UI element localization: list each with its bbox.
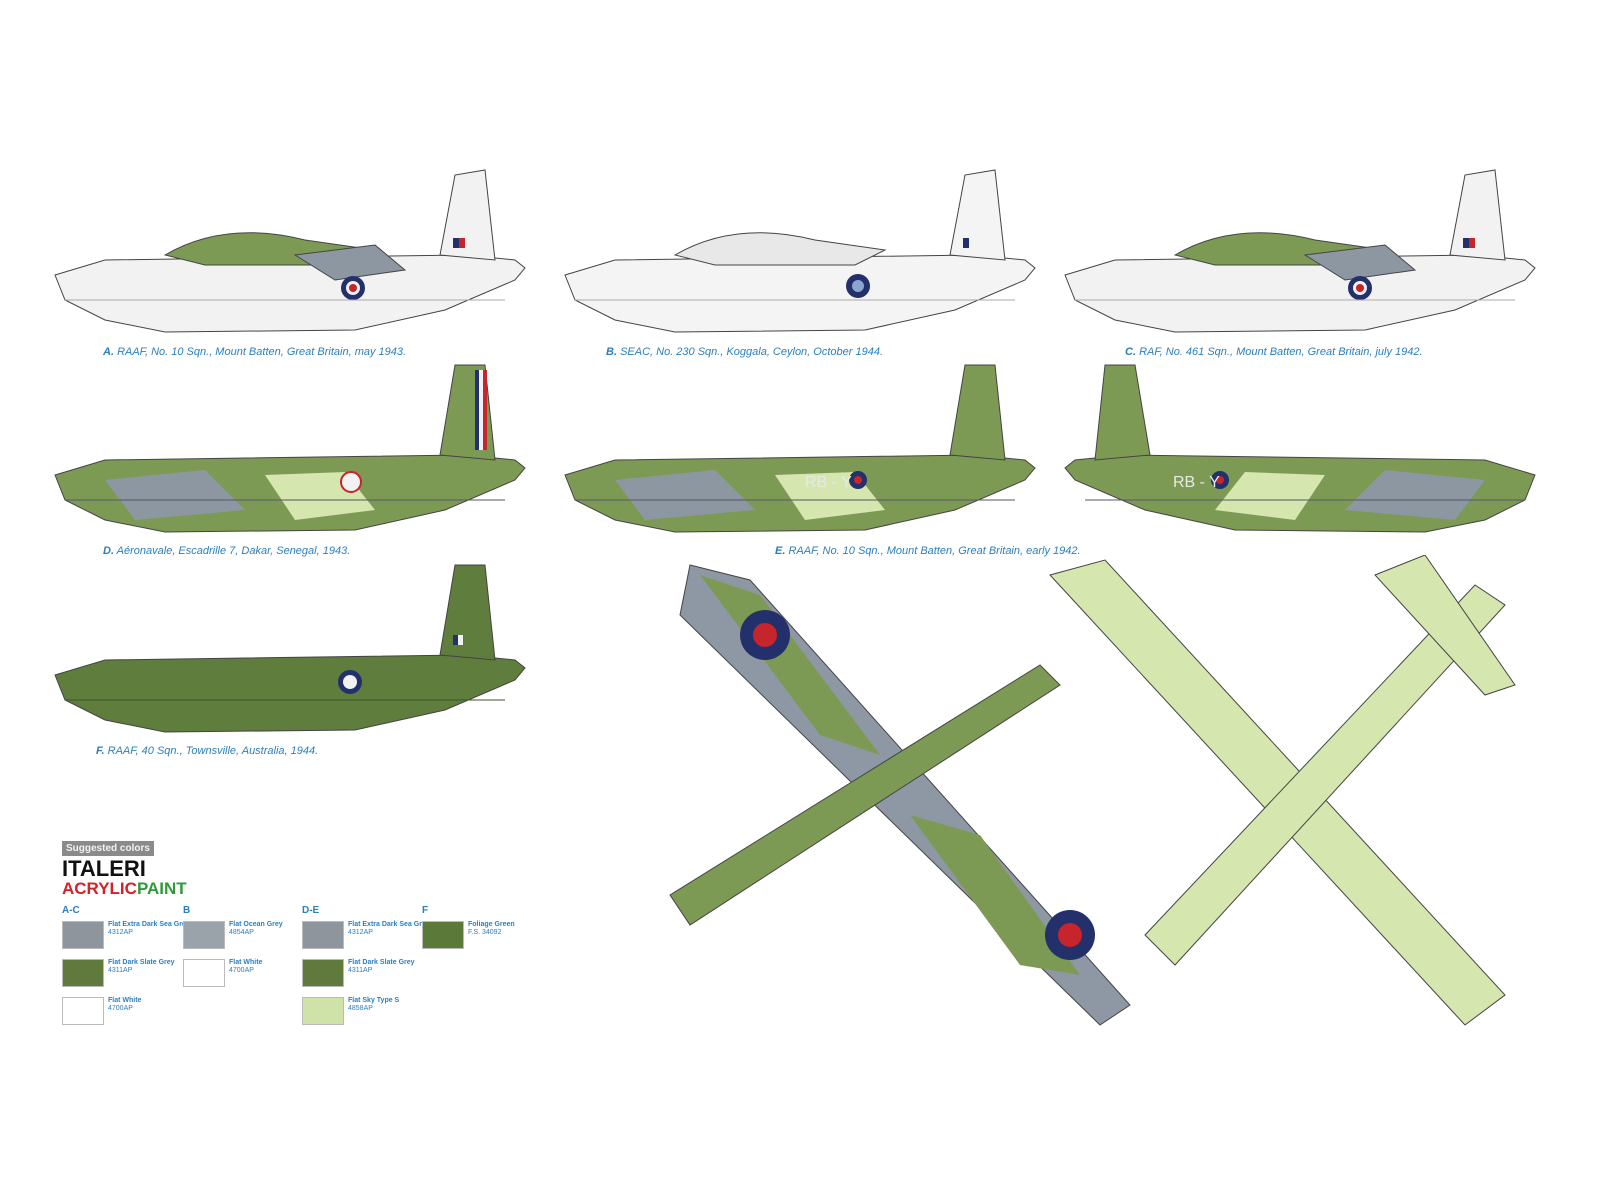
color-swatch — [422, 921, 464, 949]
caption-c: C. RAF, No. 461 Sqn., Mount Batten, Grea… — [1125, 346, 1423, 358]
color-swatch — [302, 921, 344, 949]
color-swatch — [302, 997, 344, 1025]
upper-plan-view — [669, 564, 1131, 1026]
profile-f-illustration — [54, 564, 526, 733]
profile-c-illustration — [1064, 169, 1536, 333]
lower-plan-view — [1049, 555, 1516, 1026]
color-swatch — [62, 997, 104, 1025]
profile-e-right-illustration: RB - Y — [1064, 364, 1536, 533]
caption-e: E. RAAF, No. 10 Sqn., Mount Batten, Grea… — [775, 545, 1081, 557]
caption-a: A. RAAF, No. 10 Sqn., Mount Batten, Grea… — [103, 346, 407, 358]
profile-b-illustration — [564, 169, 1036, 333]
brand-name: ITALERI — [62, 856, 146, 881]
code-e-left: RB - Y — [805, 474, 852, 491]
profile-a-illustration — [54, 169, 526, 333]
color-swatch — [302, 959, 344, 987]
caption-b: B. SEAC, No. 230 Sqn., Koggala, Ceylon, … — [606, 346, 883, 358]
code-e-right: RB - Y — [1173, 474, 1220, 491]
paint-logo: Suggested colors ITALERI ACRYLICPAINT — [62, 838, 222, 898]
caption-f: F. RAAF, 40 Sqn., Townsville, Australia,… — [96, 745, 319, 757]
profile-e-left-illustration: RB - Y — [564, 364, 1036, 533]
color-swatch — [62, 959, 104, 987]
paint-line-name: ACRYLICPAINT — [62, 879, 187, 898]
suggested-colors-label: Suggested colors — [62, 841, 154, 856]
color-swatch — [183, 921, 225, 949]
profile-d-illustration — [54, 364, 526, 533]
color-swatch — [183, 959, 225, 987]
caption-d: D. Aéronavale, Escadrille 7, Dakar, Sene… — [103, 545, 351, 557]
color-swatch — [62, 921, 104, 949]
